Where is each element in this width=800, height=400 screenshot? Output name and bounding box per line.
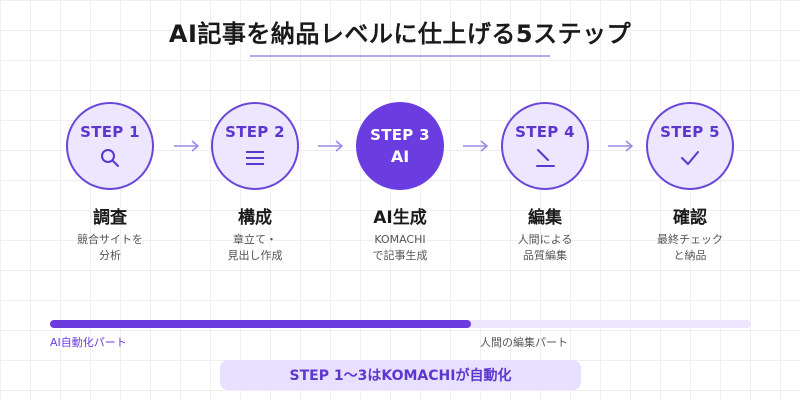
step-2-desc: 章立て・ 見出し作成 <box>190 232 320 264</box>
search-icon <box>99 147 121 169</box>
step-3-circle: STEP 3 AI <box>356 102 444 190</box>
human-part-label: 人間の編集パート <box>480 336 568 349</box>
step-5-label: STEP 5 <box>660 123 720 141</box>
progress-bar <box>50 320 751 328</box>
edit-pen-icon <box>534 147 556 169</box>
step-5-desc-line2: と納品 <box>673 249 707 262</box>
step-1-desc-line2: 分析 <box>99 249 121 262</box>
progress-bar-fill <box>50 320 471 328</box>
step-5-desc: 最終チェック と納品 <box>625 232 755 264</box>
step-2-name: 構成 <box>238 208 272 228</box>
arrow-right-icon <box>463 140 489 152</box>
step-5-circle: STEP 5 <box>646 102 734 190</box>
arrow-right-icon <box>608 140 634 152</box>
automation-banner: STEP 1〜3はKOMACHIが自動化 <box>220 360 581 390</box>
step-4-desc-line2: 品質編集 <box>523 249 567 262</box>
page-title: AI記事を納品レベルに仕上げる5ステップ <box>168 20 632 48</box>
step-2-circle: STEP 2 <box>211 102 299 190</box>
step-5-desc-line1: 最終チェック <box>657 233 723 246</box>
step-2-label: STEP 2 <box>225 123 285 141</box>
step-3-label: STEP 3 <box>370 126 430 144</box>
step-1-desc-line1: 競合サイトを <box>77 233 143 246</box>
step-4-label: STEP 4 <box>515 123 575 141</box>
step-3-name: AI生成 <box>373 208 427 228</box>
check-icon <box>679 147 701 169</box>
step-4-desc-line1: 人間による <box>517 233 573 246</box>
arrow-right-icon <box>174 140 200 152</box>
arrow-right-icon <box>318 140 344 152</box>
step-3-ai-badge: AI <box>390 147 410 166</box>
ai-part-label: AI自動化パート <box>50 336 127 349</box>
step-1-name: 調査 <box>93 208 127 228</box>
step-4-desc: 人間による 品質編集 <box>480 232 610 264</box>
step-2-desc-line2: 見出し作成 <box>227 249 283 262</box>
step-2-desc-line1: 章立て・ <box>233 233 277 246</box>
step-5-name: 確認 <box>673 208 707 228</box>
step-1-label: STEP 1 <box>80 123 140 141</box>
step-4-name: 編集 <box>528 208 562 228</box>
step-4-circle: STEP 4 <box>501 102 589 190</box>
step-3-desc: KOMACHI で記事生成 <box>335 232 465 264</box>
step-3-desc-line2: で記事生成 <box>372 249 428 262</box>
menu-lines-icon <box>244 147 266 169</box>
title-underline <box>250 55 550 57</box>
step-1-circle: STEP 1 <box>66 102 154 190</box>
step-3-desc-line1: KOMACHI <box>374 233 426 246</box>
step-1-desc: 競合サイトを 分析 <box>45 232 175 264</box>
